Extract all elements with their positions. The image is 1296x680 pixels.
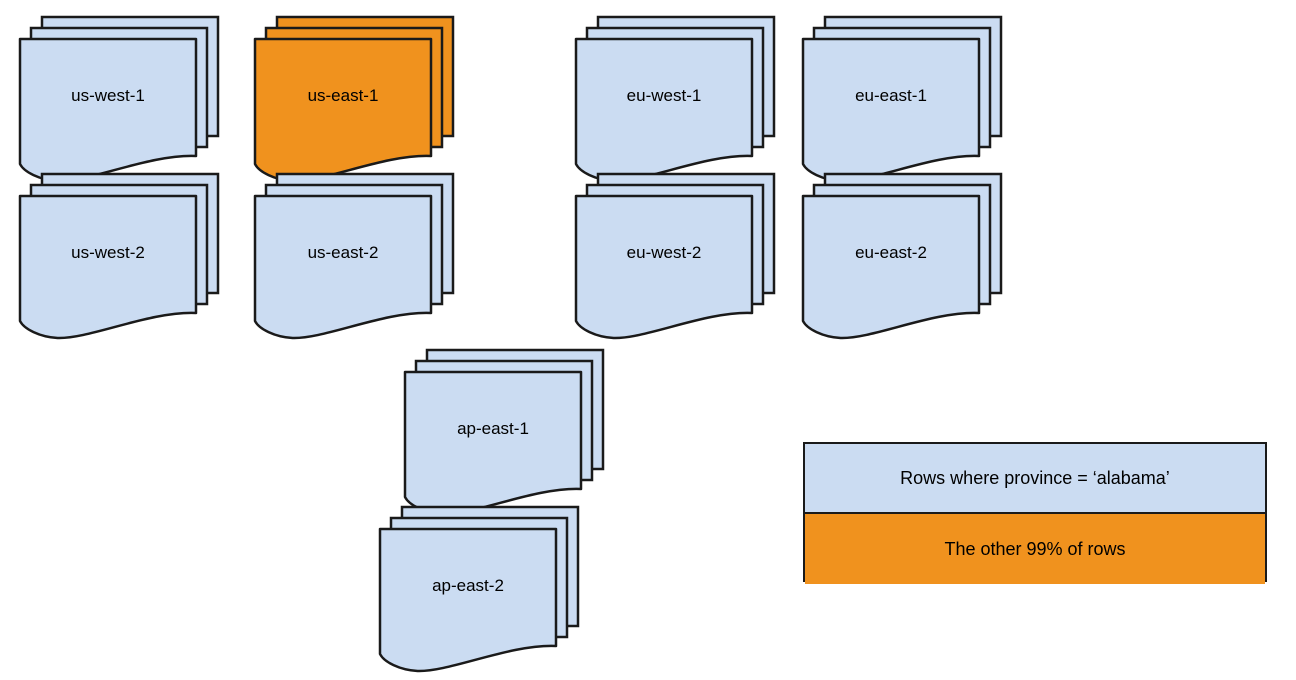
region-stack-shape-eu-east-1 [801, 15, 1003, 183]
legend-rows-other: The other 99% of rows [805, 514, 1265, 584]
legend-rows-other-label: The other 99% of rows [944, 538, 1126, 559]
region-stack-us-east-2[interactable]: us-east-2 [253, 172, 455, 340]
region-stack-shape-us-west-2 [18, 172, 220, 340]
region-stack-shape-ap-east-1 [403, 348, 605, 516]
stack-layer-front [574, 194, 754, 340]
region-stack-shape-eu-west-2 [574, 172, 776, 340]
stack-layer-front [253, 194, 433, 340]
legend-rows-subset: Rows where province = ‘alabama’ [805, 444, 1265, 514]
region-stack-shape-eu-east-2 [801, 172, 1003, 340]
region-stack-eu-east-1[interactable]: eu-east-1 [801, 15, 1003, 183]
region-stack-shape-us-west-1 [18, 15, 220, 183]
region-stack-shape-us-east-2 [253, 172, 455, 340]
region-stack-us-east-1[interactable]: us-east-1 [253, 15, 455, 183]
stack-layer-front [801, 194, 981, 340]
region-stack-eu-west-1[interactable]: eu-west-1 [574, 15, 776, 183]
stack-layer-front [378, 527, 558, 673]
stack-layer-front [18, 37, 198, 183]
stack-layer-front [18, 194, 198, 340]
region-stack-ap-east-1[interactable]: ap-east-1 [403, 348, 605, 516]
legend-rows-subset-label: Rows where province = ‘alabama’ [900, 467, 1170, 488]
region-stack-shape-ap-east-2 [378, 505, 580, 673]
region-stack-us-west-1[interactable]: us-west-1 [18, 15, 220, 183]
stack-layer-front [574, 37, 754, 183]
stack-layer-front [801, 37, 981, 183]
stack-layer-front [403, 370, 583, 516]
region-stack-eu-east-2[interactable]: eu-east-2 [801, 172, 1003, 340]
region-stack-shape-us-east-1 [253, 15, 455, 183]
region-stack-us-west-2[interactable]: us-west-2 [18, 172, 220, 340]
legend: Rows where province = ‘alabama’ The other… [803, 442, 1267, 584]
region-stack-ap-east-2[interactable]: ap-east-2 [378, 505, 580, 673]
stack-layer-front [253, 37, 433, 183]
region-stack-eu-west-2[interactable]: eu-west-2 [574, 172, 776, 340]
region-stack-shape-eu-west-1 [574, 15, 776, 183]
